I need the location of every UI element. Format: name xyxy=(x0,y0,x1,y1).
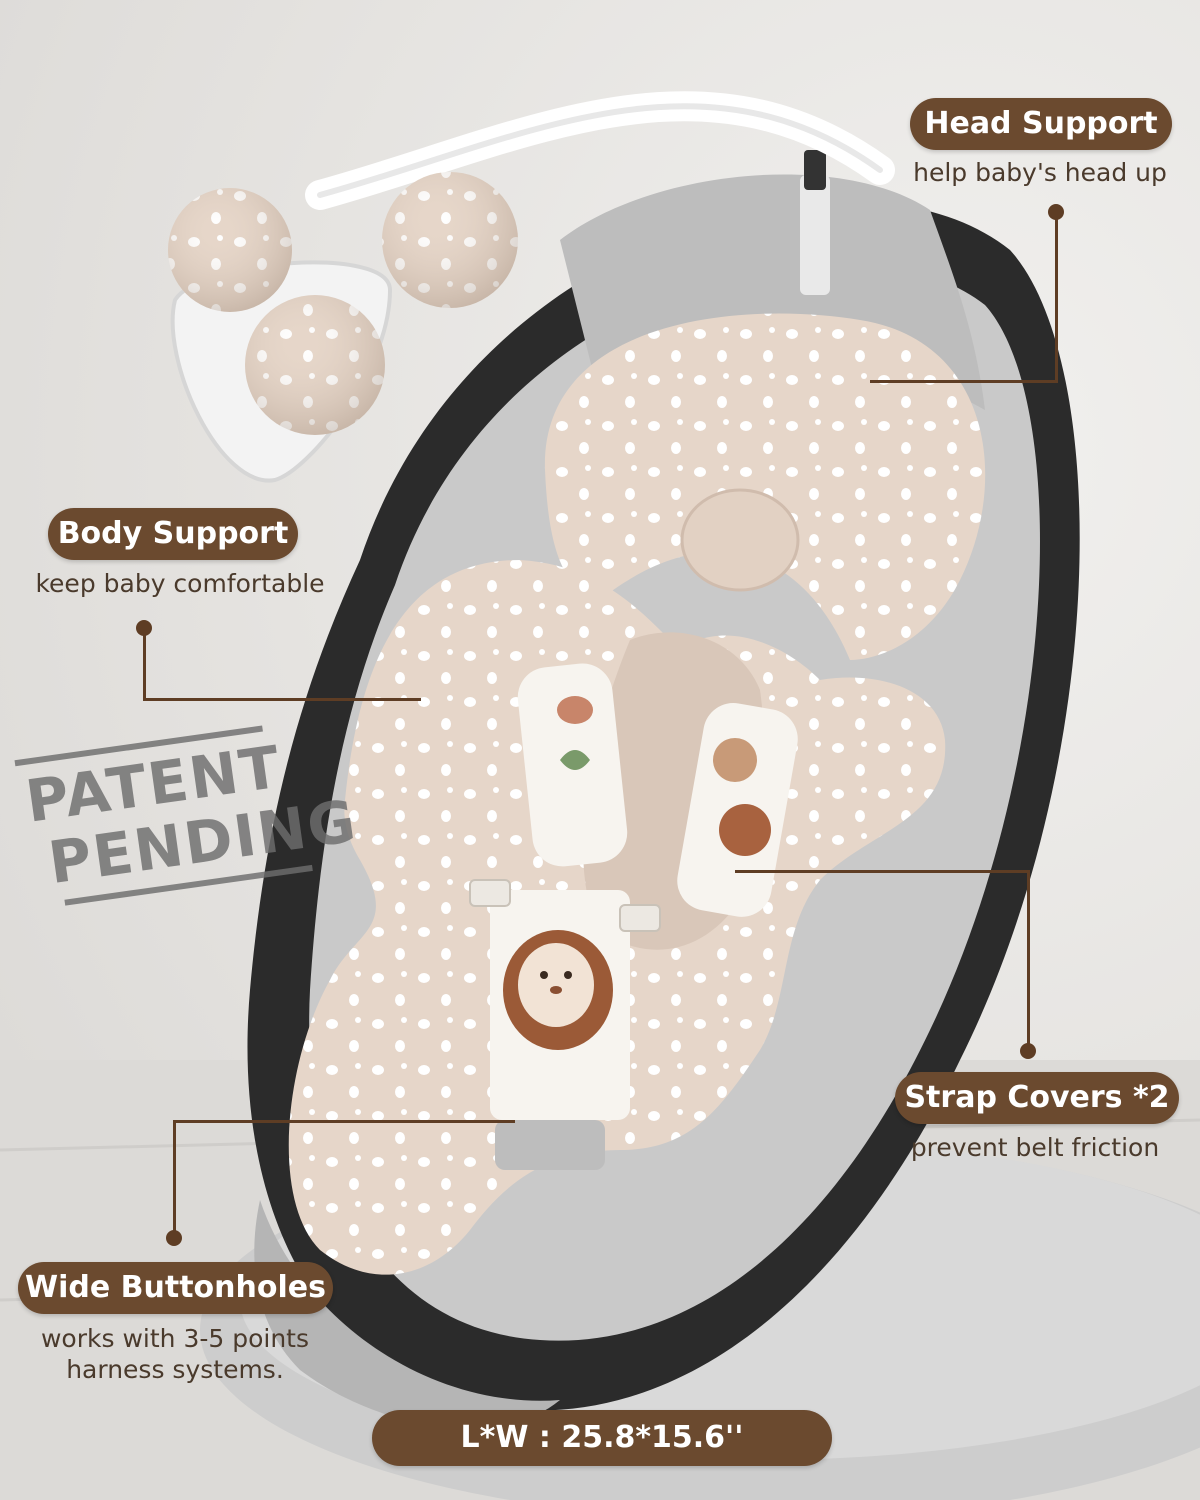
body-support-connector-vertical xyxy=(143,628,146,700)
strap-covers-description: prevent belt friction xyxy=(910,1133,1160,1162)
dimensions-label: L*W : 25.8*15.6'' xyxy=(372,1410,832,1466)
buttonholes-marker xyxy=(166,1230,182,1246)
body-support-label: Body Support xyxy=(48,508,298,560)
wide-buttonholes-description-line1: works with 3-5 points xyxy=(40,1324,310,1353)
buttonholes-connector-vertical xyxy=(173,1120,176,1235)
wide-buttonholes-description-line2: harness systems. xyxy=(66,1355,284,1384)
buttonholes-connector-horizontal xyxy=(173,1120,515,1123)
head-support-label: Head Support xyxy=(910,98,1172,150)
strap-covers-connector-vertical xyxy=(1027,870,1030,1050)
head-support-connector-horizontal xyxy=(870,380,1058,383)
head-support-description: help baby's head up xyxy=(913,158,1167,187)
strap-covers-label: Strap Covers *2 xyxy=(895,1072,1179,1124)
body-support-connector-horizontal xyxy=(143,698,421,701)
strap-covers-connector-horizontal xyxy=(735,870,1030,873)
wide-buttonholes-label: Wide Buttonholes xyxy=(18,1262,333,1314)
body-support-description: keep baby comfortable xyxy=(35,569,325,598)
head-support-connector-vertical xyxy=(1055,212,1058,382)
strap-covers-marker xyxy=(1020,1043,1036,1059)
